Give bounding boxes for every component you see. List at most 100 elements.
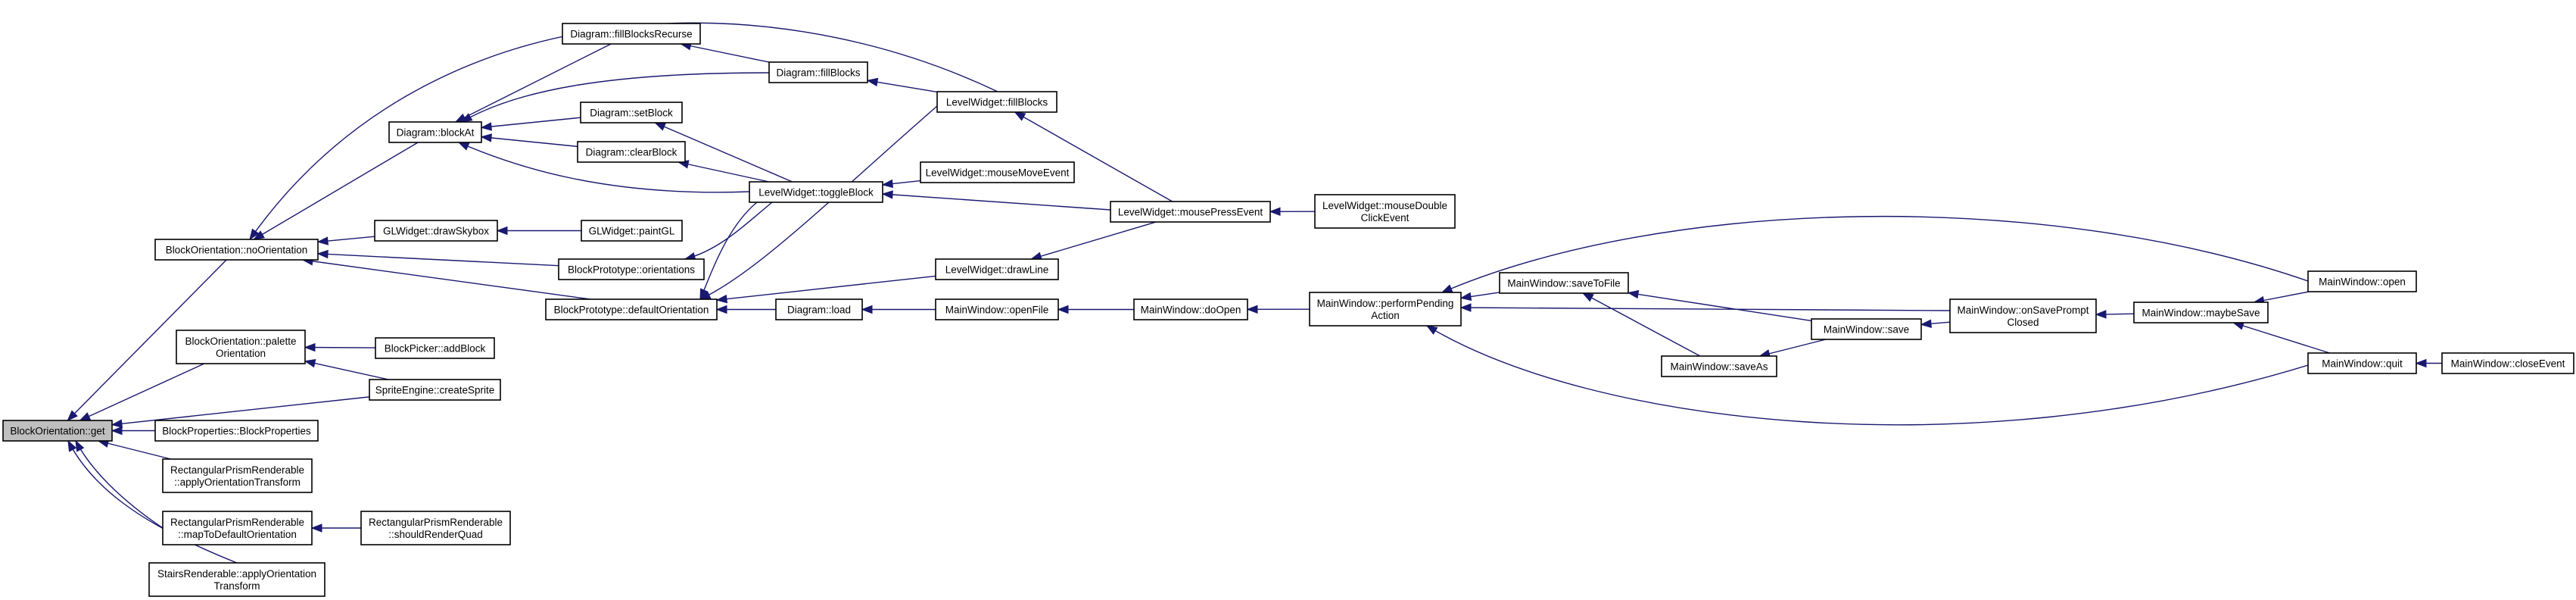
node-box[interactable] xyxy=(935,258,1059,280)
node-box[interactable] xyxy=(2441,352,2574,374)
arrowhead-icon xyxy=(75,439,85,452)
node-box[interactable] xyxy=(154,420,319,442)
node-mainwindow-savetofile[interactable]: MainWindow::saveToFile xyxy=(1499,272,1629,294)
edge-line xyxy=(681,43,770,63)
edge-levelwidget-drawline-to-blockprototype-defaultorientation xyxy=(715,275,936,304)
node-blockpicker-addblock[interactable]: BlockPicker::addBlock xyxy=(375,337,495,359)
edge-diagram-fillblocks-to-diagram-blockat xyxy=(460,72,770,123)
edge-levelwidget-fillblocks-to-blockprototype-defaultorientation xyxy=(699,105,938,300)
node-box[interactable] xyxy=(580,102,683,123)
node-blockprototype-defaultorientation[interactable]: BlockPrototype::defaultOrientation xyxy=(545,298,718,320)
node-label: Action xyxy=(1371,310,1400,321)
node-mainwindow-open[interactable]: MainWindow::open xyxy=(2307,270,2417,292)
edge-line xyxy=(699,202,758,300)
node-box[interactable] xyxy=(388,121,482,143)
node-rpr-applyorientationtransform[interactable]: RectangularPrismRenderable::applyOrienta… xyxy=(162,458,313,493)
node-diagram-clearblock[interactable]: Diagram::clearBlock xyxy=(577,141,686,163)
node-levelwidget-drawline[interactable]: LevelWidget::drawLine xyxy=(935,258,1059,280)
edge-spriteengine-createsprite-to-blockorientation-paletteorientation xyxy=(304,359,389,380)
node-label: Diagram::blockAt xyxy=(397,127,475,139)
node-blockorientation-noorientation[interactable]: BlockOrientation::noOrientation xyxy=(154,239,319,261)
node-spriteengine-createsprite[interactable]: SpriteEngine::createSprite xyxy=(369,379,501,401)
node-mainwindow-doopen[interactable]: MainWindow::doOpen xyxy=(1133,298,1248,320)
node-box[interactable] xyxy=(1811,318,1922,340)
node-levelwidget-fillblocks[interactable]: LevelWidget::fillBlocks xyxy=(936,91,1057,113)
node-box[interactable] xyxy=(1133,298,1248,320)
node-diagram-fillblocksrecurse[interactable]: Diagram::fillBlocksRecurse xyxy=(562,23,701,45)
node-glwidget-paintgl[interactable]: GLWidget::paintGL xyxy=(581,220,683,242)
edge-levelwidget-toggleblock-to-blockprototype-orientations xyxy=(684,202,773,261)
node-box[interactable] xyxy=(374,220,498,242)
node-box[interactable] xyxy=(562,23,701,45)
edge-line xyxy=(98,440,171,460)
node-box[interactable] xyxy=(920,161,1075,183)
node-box[interactable] xyxy=(375,337,495,359)
node-box[interactable] xyxy=(775,298,863,320)
node-label: Diagram::fillBlocks xyxy=(776,67,860,79)
arrowhead-icon xyxy=(111,419,123,428)
edge-line xyxy=(684,202,773,260)
node-blockproperties-blockproperties[interactable]: BlockProperties::BlockProperties xyxy=(154,420,319,442)
node-box[interactable] xyxy=(148,562,326,597)
node-diagram-blockat[interactable]: Diagram::blockAt xyxy=(388,121,482,143)
node-box[interactable] xyxy=(749,181,883,203)
node-box[interactable] xyxy=(1499,272,1629,294)
node-mainwindow-openfile[interactable]: MainWindow::openFile xyxy=(935,298,1059,320)
node-box[interactable] xyxy=(2,420,113,442)
node-box[interactable] xyxy=(1309,292,1462,327)
edge-line xyxy=(304,346,376,348)
node-box[interactable] xyxy=(768,61,868,83)
node-levelwidget-toggleblock[interactable]: LevelWidget::toggleBlock xyxy=(749,181,883,203)
node-rpr-shouldrenderquad[interactable]: RectangularPrismRenderable::shouldRender… xyxy=(360,511,511,545)
node-mainwindow-closeevent[interactable]: MainWindow::closeEvent xyxy=(2441,352,2574,374)
node-stairsrenderable-applyorientationtransform[interactable]: StairsRenderable::applyOrientationTransf… xyxy=(148,562,326,597)
node-box[interactable] xyxy=(545,298,718,320)
node-mainwindow-save[interactable]: MainWindow::save xyxy=(1811,318,1922,340)
node-label: LevelWidget::drawLine xyxy=(945,264,1049,276)
node-box[interactable] xyxy=(369,379,501,401)
node-box[interactable] xyxy=(2133,302,2269,323)
node-levelwidget-mousemoveevent[interactable]: LevelWidget::mouseMoveEvent xyxy=(920,161,1075,183)
edge-levelwidget-toggleblock-to-blockprototype-defaultorientation xyxy=(699,202,758,301)
node-box[interactable] xyxy=(935,298,1059,320)
node-label: MainWindow::onSavePrompt xyxy=(1957,305,2089,316)
node-box[interactable] xyxy=(1314,194,1456,229)
node-label: MainWindow::saveAs xyxy=(1670,361,1768,373)
node-box[interactable] xyxy=(936,91,1057,113)
node-box[interactable] xyxy=(1661,355,1777,377)
node-box[interactable] xyxy=(581,220,683,242)
node-box[interactable] xyxy=(1110,201,1271,223)
node-diagram-fillblocks[interactable]: Diagram::fillBlocks xyxy=(768,61,868,83)
node-mainwindow-maybesave[interactable]: MainWindow::maybeSave xyxy=(2133,302,2269,323)
node-box[interactable] xyxy=(558,258,705,280)
edge-line xyxy=(1759,339,1827,357)
edge-blockprototype-defaultorientation-to-blockorientation-noorientation xyxy=(301,257,591,300)
arrowhead-icon xyxy=(480,122,493,131)
node-box[interactable] xyxy=(162,458,313,493)
node-rpr-maptodefaultorientation[interactable]: RectangularPrismRenderable::mapToDefault… xyxy=(162,511,313,545)
node-label: Diagram::setBlock xyxy=(590,108,673,119)
node-label: StairsRenderable::applyOrientation xyxy=(157,568,316,580)
node-box[interactable] xyxy=(2307,270,2417,292)
node-mainwindow-saveas[interactable]: MainWindow::saveAs xyxy=(1661,355,1777,377)
node-box[interactable] xyxy=(154,239,319,261)
node-mainwindow-quit[interactable]: MainWindow::quit xyxy=(2307,352,2417,374)
node-box[interactable] xyxy=(360,511,511,545)
node-box[interactable] xyxy=(162,511,313,545)
node-box[interactable] xyxy=(176,330,306,364)
node-label: Orientation xyxy=(216,348,266,359)
node-blockprototype-orientations[interactable]: BlockPrototype::orientations xyxy=(558,258,705,280)
node-box[interactable] xyxy=(2307,352,2417,374)
node-box[interactable] xyxy=(577,141,686,163)
node-diagram-load[interactable]: Diagram::load xyxy=(775,298,863,320)
node-blockorientation-get[interactable]: BlockOrientation::get xyxy=(2,420,113,442)
node-glwidget-drawskybox[interactable]: GLWidget::drawSkybox xyxy=(374,220,498,242)
arrowhead-icon xyxy=(866,77,879,87)
node-levelwidget-mousepressevent[interactable]: LevelWidget::mousePressEvent xyxy=(1110,201,1271,223)
node-diagram-setblock[interactable]: Diagram::setBlock xyxy=(580,102,683,123)
node-box[interactable] xyxy=(1949,298,2097,333)
